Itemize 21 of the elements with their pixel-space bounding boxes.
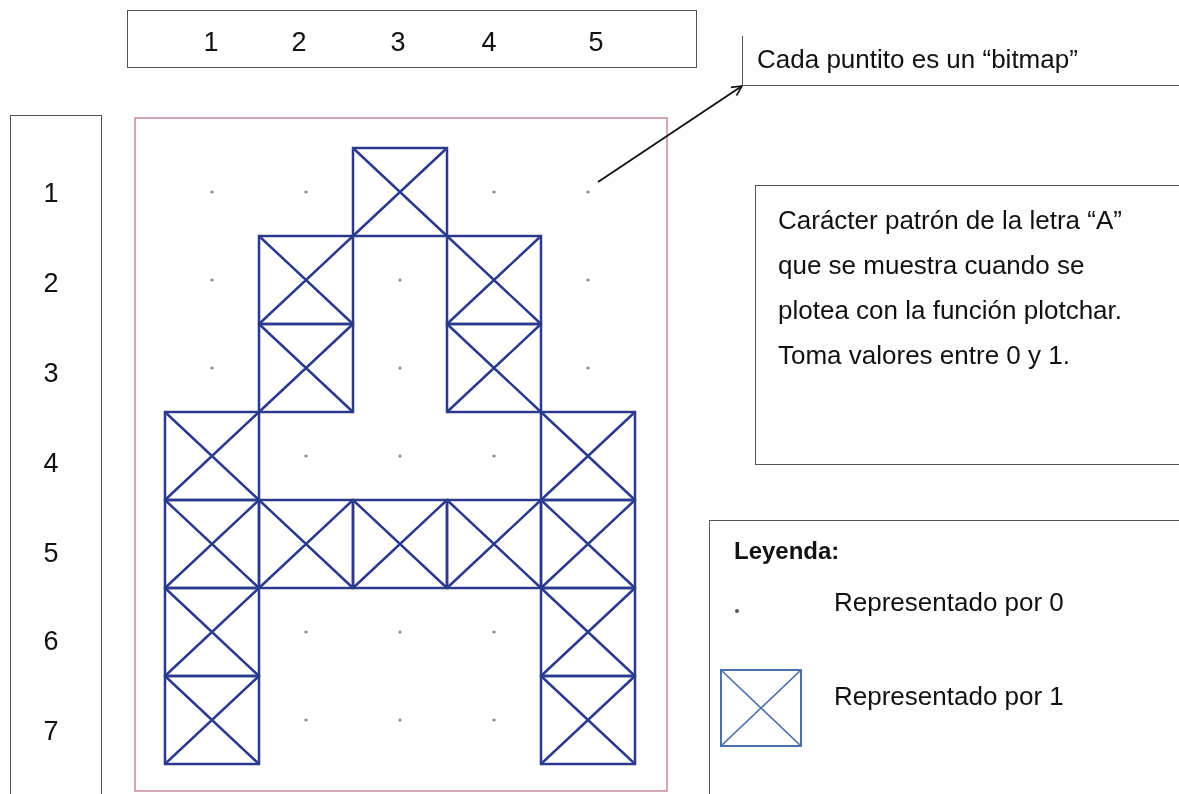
row-number: 4 xyxy=(43,448,59,478)
note-box: Carácter patrón de la letra “A” que se muestra cuando se plotea con la función plotchar. Toma valores entre 0 y 1. xyxy=(755,185,1179,465)
row-number: 6 xyxy=(43,626,59,656)
row-number: 2 xyxy=(43,268,59,298)
leader-arrow xyxy=(597,85,743,183)
legend-text: Representado por 1 xyxy=(834,681,1064,712)
row-number: 7 xyxy=(43,716,59,746)
row-number: 5 xyxy=(43,538,59,568)
column-number: 4 xyxy=(481,27,497,57)
column-number: 3 xyxy=(390,27,406,57)
row-number-band xyxy=(10,115,102,794)
legend-text: Representado por 0 xyxy=(834,587,1064,618)
row-number: 1 xyxy=(43,178,59,208)
column-number: 2 xyxy=(291,27,307,57)
legend-heading: Leyenda: xyxy=(734,537,840,565)
column-number: 5 xyxy=(588,27,604,57)
row-number: 3 xyxy=(43,358,59,388)
dot-mark xyxy=(586,190,590,194)
column-number: 1 xyxy=(203,27,219,57)
callout-box: Cada puntito es un “bitmap” xyxy=(742,36,1179,86)
column-number-band xyxy=(127,10,697,68)
